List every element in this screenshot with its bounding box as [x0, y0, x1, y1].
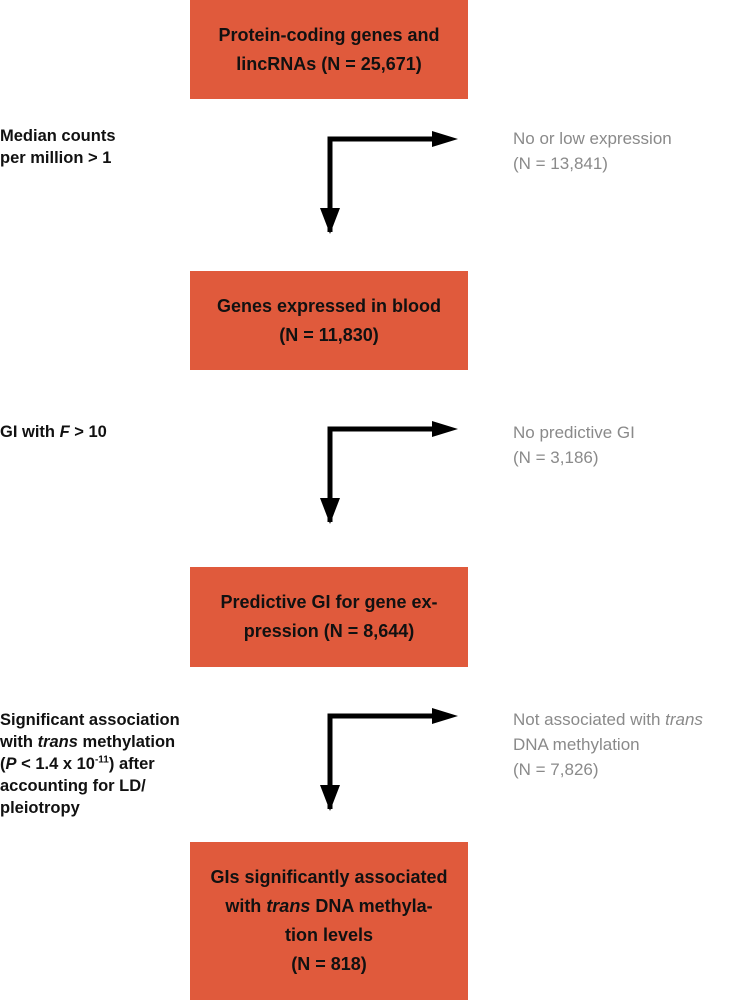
criterion-text: < 1.4 x 10 [16, 755, 95, 773]
criterion-text: GI with [0, 423, 60, 441]
flow-box-expressed-genes: Genes expressed in blood (N = 11,830) [190, 271, 468, 370]
elbow-arrow-icon [320, 708, 458, 811]
box-text: lincRNAs (N = 25,671) [236, 53, 422, 74]
box-text: Protein-coding genes and [218, 24, 440, 45]
elbow-arrow-icon [320, 421, 458, 524]
criterion-text: ) after [108, 755, 155, 773]
excluded-text: No or low expression [513, 129, 672, 148]
filter-criterion-expression: Median counts per million > 1 [0, 125, 200, 169]
box-text: DNA methyla- [310, 896, 433, 916]
excluded-text: DNA methylation [513, 735, 640, 754]
excluded-text: (N = 13,841) [513, 154, 608, 173]
elbow-arrow-icon [320, 131, 458, 234]
box-text: tion levels [284, 925, 374, 945]
criterion-italic: F [59, 423, 70, 441]
excluded-no-expression: No or low expression (N = 13,841) [513, 126, 747, 176]
box-text: Genes expressed in blood [216, 295, 442, 316]
box-text: with [225, 896, 267, 916]
excluded-text: No predictive GI [513, 423, 635, 442]
flow-box-significant-gis: GIs significantly associated with trans … [190, 842, 468, 1000]
excluded-text: (N = 3,186) [513, 448, 599, 467]
excluded-not-associated: Not associated with trans DNA methylatio… [513, 707, 747, 782]
box-text: pression (N = 8,644) [243, 621, 415, 641]
criterion-text: > 10 [69, 423, 107, 441]
criterion-text: ( [0, 755, 6, 773]
criterion-text: pleiotropy [0, 799, 80, 817]
box-text: (N = 11,830) [279, 324, 379, 345]
criterion-text: Significant association [0, 711, 180, 729]
excluded-italic: trans [665, 710, 703, 729]
box-text: GIs significantly associated [210, 867, 448, 887]
box-italic: trans [266, 896, 311, 916]
box-text: (N = 818) [291, 954, 367, 974]
filter-criterion-f-statistic: GI with F > 10 [0, 421, 200, 443]
flow-box-predictive-gi: Predictive GI for gene ex- pression (N =… [190, 567, 468, 667]
criterion-italic: trans [37, 733, 78, 751]
criterion-text: Median counts [0, 127, 116, 145]
criterion-italic: P [5, 755, 17, 773]
criterion-text: with [0, 733, 38, 751]
criterion-text: accounting for LD/ [0, 777, 146, 795]
criterion-text: methylation [77, 733, 176, 751]
flow-box-all-genes: Protein-coding genes and lincRNAs (N = 2… [190, 0, 468, 99]
excluded-text: (N = 7,826) [513, 760, 599, 779]
criterion-superscript: -11 [94, 754, 109, 766]
excluded-no-predictive-gi: No predictive GI (N = 3,186) [513, 420, 747, 470]
excluded-text: Not associated with [513, 710, 666, 729]
box-text: Predictive GI for gene ex- [220, 592, 438, 612]
filter-criterion-trans-methylation: Significant association with trans methy… [0, 709, 200, 819]
criterion-text: per million > 1 [0, 149, 112, 167]
